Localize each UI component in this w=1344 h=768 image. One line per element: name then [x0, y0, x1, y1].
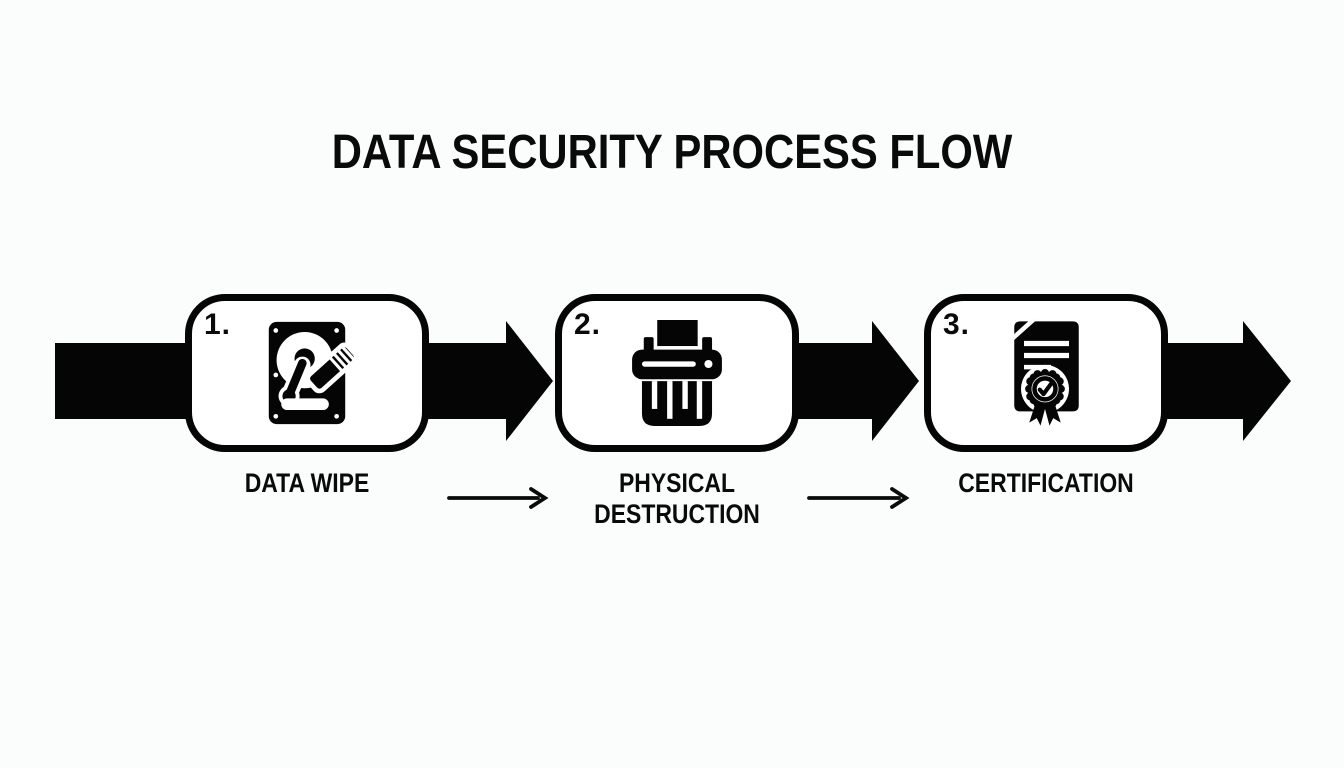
- step-label-data-wipe: DATA WIPE: [244, 468, 370, 498]
- step-number-2: 2.: [574, 308, 602, 341]
- thick-arrow-1-icon: [425, 321, 553, 441]
- step-number-1: 1.: [204, 308, 232, 341]
- thin-arrow-2-icon: [807, 487, 910, 509]
- certificate-ribbon-icon: [1008, 318, 1079, 426]
- thin-arrow-1-icon: [447, 487, 549, 509]
- step-label-certification: CERTIFICATION: [958, 468, 1134, 498]
- thick-arrow-2-icon: [790, 321, 919, 441]
- flow-band-start: [55, 343, 195, 419]
- hard-drive-data-wipe-icon: [268, 321, 359, 425]
- step-box-data-wipe: 1.: [185, 294, 429, 452]
- step-box-physical-destruction: 2.: [555, 294, 799, 452]
- step-number-3: 3.: [943, 308, 971, 341]
- diagram-title: DATA SECURITY PROCESS FLOW: [331, 126, 1013, 179]
- thick-arrow-3-icon: [1160, 321, 1291, 441]
- shredder-icon: [632, 320, 722, 426]
- step-label-physical-destruction: PHYSICAL DESTRUCTION: [594, 468, 760, 529]
- step-box-certification: 3.: [924, 294, 1168, 452]
